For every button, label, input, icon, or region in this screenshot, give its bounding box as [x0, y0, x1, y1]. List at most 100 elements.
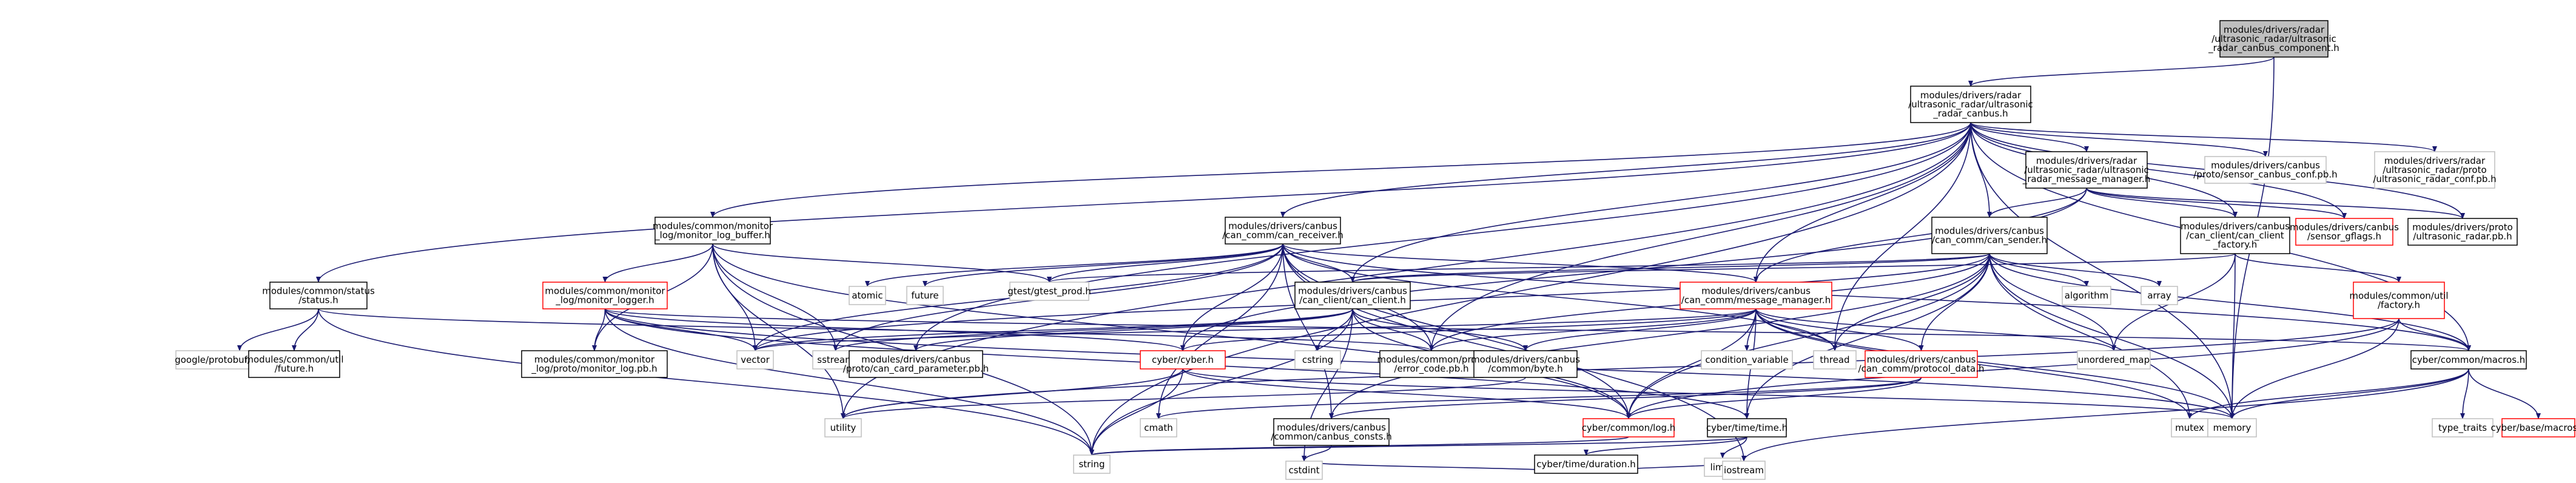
node-label-line: modules/common/monitor	[545, 286, 665, 297]
edge-can_receiver-to-thread	[1282, 243, 1837, 351]
node-can_sender[interactable]: modules/drivers/canbus/can_comm/can_send…	[1931, 217, 2048, 254]
node-box	[1073, 454, 1111, 474]
node-time_h[interactable]: cyber/time/time.h	[1706, 418, 1787, 437]
node-box	[2219, 20, 2329, 58]
edge-macros_h-to-base_macros	[2468, 368, 2541, 419]
node-box	[1813, 350, 1857, 370]
edge-canbus_h-to-thread	[1832, 122, 1971, 351]
node-label-line: modules/drivers/proto	[2412, 222, 2513, 233]
node-box	[542, 282, 668, 309]
node-label-line: algorithm	[2065, 290, 2108, 301]
node-ultrasonic_radar_pb[interactable]: modules/drivers/proto/ultrasonic_radar.p…	[2407, 218, 2518, 246]
node-label-line: atomic	[852, 290, 883, 301]
node-box	[2141, 286, 2178, 305]
edge-message_manager-to-log_h	[1626, 308, 1757, 419]
node-layer: modules/drivers/radar/ultrasonic_radar/u…	[175, 20, 2576, 480]
edge-message_manager-to-vector	[753, 308, 1757, 351]
edge-msgmgr_h-to-can_client_factory	[2086, 187, 2238, 218]
node-monitor_log_pb[interactable]: modules/common/monitor_log/proto/monitor…	[521, 350, 668, 378]
node-macros_h[interactable]: cyber/common/macros.h	[2410, 350, 2527, 370]
node-duration_h[interactable]: cyber/time/duration.h	[1534, 454, 1638, 474]
node-label-line: modules/drivers/canbus	[1935, 226, 2044, 237]
node-label-line: modules/drivers/canbus	[1298, 286, 1407, 297]
node-can_card_parameter[interactable]: modules/drivers/canbus/proto/can_card_pa…	[843, 350, 989, 378]
node-box	[1931, 217, 2048, 254]
edge-protocol_data-to-log_h	[1626, 377, 1922, 419]
node-radar_conf: modules/drivers/radar/ultrasonic_radar/p…	[2373, 151, 2497, 189]
node-box	[654, 217, 771, 245]
node-box	[849, 286, 886, 305]
edge-can_receiver-to-gtest_prod	[1047, 243, 1283, 283]
node-base_macros[interactable]: cyber/base/macros.h	[2490, 418, 2576, 437]
node-algorithm: algorithm	[2062, 286, 2111, 305]
node-label-line: modules/drivers/radar	[2036, 155, 2137, 166]
node-box	[1294, 282, 1411, 309]
edge-can_sender-to-thread	[1832, 253, 1990, 351]
node-message_manager[interactable]: modules/drivers/canbus/can_comm/message_…	[1680, 282, 1832, 309]
edge-can_receiver-to-cmath	[1156, 243, 1283, 419]
node-log_h[interactable]: cyber/common/log.h	[1582, 418, 1676, 437]
node-byte_h[interactable]: modules/drivers/canbus/common/byte.h	[1471, 350, 1580, 378]
node-box	[1865, 350, 1978, 378]
node-util_future[interactable]: modules/common/util/future.h	[244, 350, 344, 378]
node-box	[1534, 454, 1638, 474]
node-label-line: cyber/common/macros.h	[2412, 354, 2526, 365]
edge-msgmgr_h-to-cyber_h	[1180, 187, 2087, 351]
node-label-line: modules/drivers/radar	[2224, 24, 2325, 35]
node-can_receiver[interactable]: modules/drivers/canbus/can_comm/can_rece…	[1222, 217, 1343, 245]
edge-cyber_h-to-memory	[1182, 368, 2235, 419]
node-status_h[interactable]: modules/common/status/status.h	[262, 282, 375, 309]
node-box	[1582, 418, 1675, 437]
node-box	[269, 282, 368, 309]
edge-macros_h-to-type_traits	[2460, 368, 2469, 419]
node-box	[1680, 282, 1832, 309]
edge-status_h-to-util_future	[292, 308, 319, 351]
edge-can_sender-to-gtest_prod	[1047, 253, 1990, 283]
node-memory: memory	[2207, 418, 2257, 437]
node-label-line: /ultrasonic_radar/proto	[2383, 164, 2486, 176]
node-monitor_log_buffer[interactable]: modules/common/monitor_log/monitor_log_b…	[653, 217, 773, 245]
node-array: array	[2141, 286, 2178, 305]
node-monitor_logger[interactable]: modules/common/monitor_log/monitor_logge…	[542, 282, 668, 309]
node-can_client_factory[interactable]: modules/drivers/canbus/can_client/can_cl…	[2180, 217, 2290, 254]
node-label-line: modules/drivers/canbus	[2181, 221, 2290, 232]
edge-monitor_logger-to-monitor_log_pb	[592, 308, 606, 351]
node-gtest_prod: gtest/gtest_prod.h	[1007, 282, 1091, 301]
node-label-line: _factory.h	[2213, 239, 2257, 251]
edge-can_client_factory-to-memory	[2230, 253, 2236, 419]
edge-canbus_h-to-error_code	[1429, 122, 1971, 351]
node-label-line: modules/drivers/canbus	[861, 354, 970, 365]
node-can_client_h[interactable]: modules/drivers/canbus/can_client/can_cl…	[1294, 282, 1411, 309]
edge-can_client_h-to-cstring	[1315, 308, 1353, 351]
node-box	[1294, 350, 1341, 370]
edge-protocol_data-to-cmath	[1156, 377, 1922, 419]
node-thread: thread	[1813, 350, 1857, 370]
edge-message_manager-to-protocol_data	[1755, 308, 1924, 351]
node-error_code[interactable]: modules/common/proto/error_code.pb.h	[1377, 350, 1486, 378]
node-canbus_consts[interactable]: modules/drivers/canbus/common/canbus_con…	[1271, 418, 1392, 446]
edge-canbus_h-to-can_client_h	[1350, 122, 1971, 283]
node-label-line: cyber/time/time.h	[1706, 422, 1787, 433]
edge-canbus_h-to-monitor_log_buffer	[710, 122, 1971, 218]
node-label-line: cyber/common/log.h	[1582, 422, 1676, 433]
node-label-line: thread	[1820, 354, 1849, 365]
node-root[interactable]: modules/drivers/radar/ultrasonic_radar/u…	[2208, 20, 2339, 58]
node-msgmgr_h[interactable]: modules/drivers/radar/ultrasonic_radar/u…	[2022, 151, 2150, 189]
edge-msgmgr_h-to-ultrasonic_radar_pb	[2086, 187, 2465, 219]
node-cyber_h[interactable]: cyber/cyber.h	[1140, 350, 1226, 370]
node-label-line: gtest/gtest_prod.h	[1007, 286, 1091, 297]
node-label-line: modules/common/proto	[1377, 354, 1485, 365]
node-sensor_gflags[interactable]: modules/drivers/canbus/sensor_gflags.h	[2290, 218, 2399, 246]
node-util_factory[interactable]: modules/common/util/factory.h	[2349, 282, 2449, 319]
node-label-line: modules/drivers/canbus	[1277, 422, 1386, 433]
node-protocol_data[interactable]: modules/drivers/canbus/can_comm/protocol…	[1858, 350, 1985, 378]
edge-can_receiver-to-log_h	[1282, 243, 1631, 419]
node-label-line: modules/common/monitor	[534, 354, 655, 365]
node-canbus_h[interactable]: modules/drivers/radar/ultrasonic_radar/u…	[1908, 86, 2033, 123]
edge-monitor_logger-to-macros_h	[604, 308, 2471, 351]
node-box	[2410, 350, 2527, 370]
edge-status_h-to-protobuf_descriptor	[237, 308, 319, 351]
edge-message_manager-to-thread	[1755, 308, 1837, 351]
edge-can_client_factory-to-util_factory	[2235, 253, 2401, 283]
